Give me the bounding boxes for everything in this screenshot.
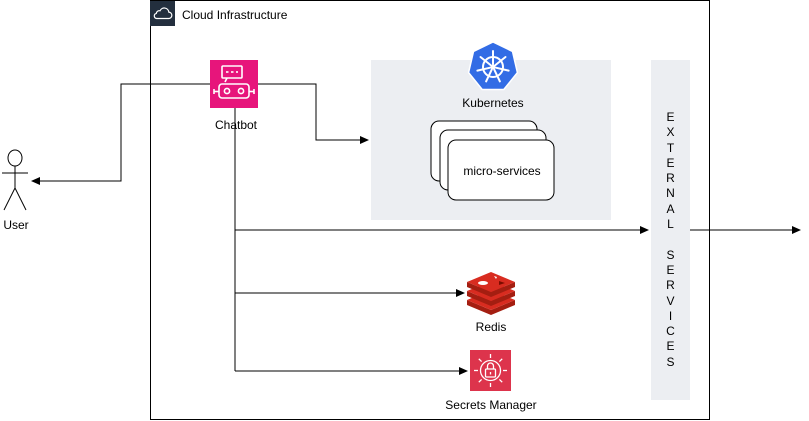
chatbot-label: Chatbot <box>214 118 258 132</box>
connector-chatbot-kubernetes <box>258 83 369 144</box>
external-services-letter: E <box>666 339 675 354</box>
external-services-letter: I <box>668 308 673 323</box>
cloud-icon <box>150 1 175 26</box>
external-services-box <box>651 60 690 400</box>
cloud-infrastructure-container <box>150 0 710 420</box>
kubernetes-label: Kubernetes <box>462 96 524 110</box>
external-services-letter: E <box>666 110 675 124</box>
user-label: User <box>3 218 29 232</box>
external-services-letter: L <box>667 217 674 232</box>
redis-icon <box>467 272 515 315</box>
external-services-letter: R <box>666 278 675 293</box>
external-services-letter: R <box>666 171 675 186</box>
external-services-letter: E <box>666 155 675 170</box>
external-services-letter: N <box>666 186 675 201</box>
external-services-letter: S <box>666 354 675 369</box>
external-services-letter: S <box>666 247 675 262</box>
micro-services-label: micro-services <box>463 164 541 178</box>
external-services-letter: X <box>666 125 675 140</box>
connector-chatbot-user <box>31 83 210 185</box>
secrets-manager-label: Secrets Manager <box>445 398 537 412</box>
person-icon <box>2 149 28 211</box>
micro-services-stack <box>430 120 555 201</box>
kubernetes-icon <box>467 41 519 91</box>
external-services-letter: E <box>666 262 675 277</box>
external-services-letter: T <box>666 140 675 155</box>
external-services-letter: A <box>666 201 675 216</box>
external-services-letter: V <box>666 293 675 308</box>
redis-label: Redis <box>475 320 507 334</box>
container-title: Cloud Infrastructure <box>182 8 288 22</box>
chatbot-icon <box>210 60 258 108</box>
external-services-letter: C <box>666 324 675 339</box>
secrets-manager-icon <box>470 350 511 391</box>
